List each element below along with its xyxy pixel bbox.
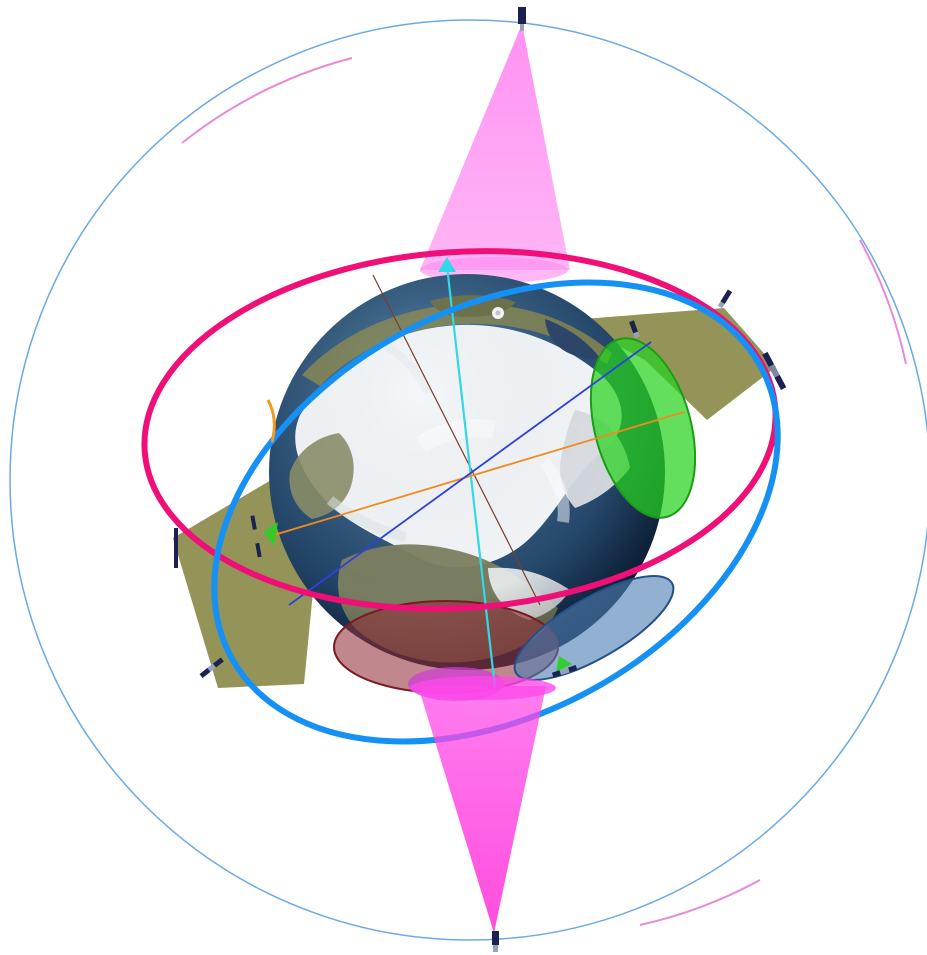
satellite-icon xyxy=(174,528,178,568)
satellite-top-right xyxy=(718,290,732,309)
earth-top-marker xyxy=(492,307,504,319)
satellite-icon xyxy=(518,7,526,31)
satellite-icon xyxy=(492,931,499,952)
satellite-top xyxy=(518,7,526,31)
satellite-bottom xyxy=(492,931,499,952)
satellite-left xyxy=(174,528,178,568)
upper-coverage-beam xyxy=(420,24,570,283)
lower-coverage-beam xyxy=(410,676,556,933)
satellite-icon xyxy=(718,290,732,309)
